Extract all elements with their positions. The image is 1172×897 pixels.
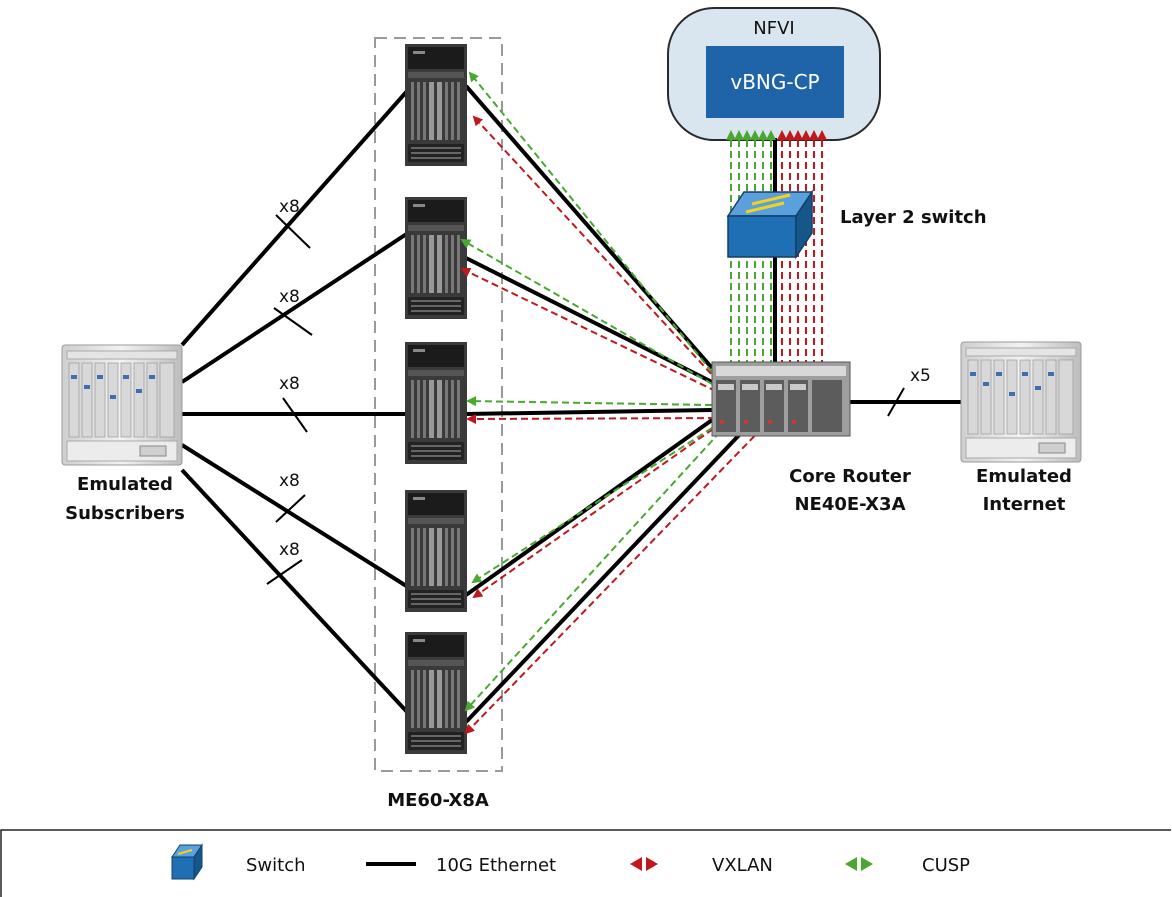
legend-cusp-swatch: [845, 857, 873, 871]
legend-vxlan-swatch: [630, 857, 658, 871]
legend-border: [0, 829, 1171, 897]
link-count-label: x8: [279, 540, 300, 560]
nfvi-title: NFVI: [753, 18, 794, 39]
me60-router-1: [405, 44, 467, 166]
legend-vxlan-label: VXLAN: [712, 855, 773, 876]
emulated-subscribers-label-line1: Emulated: [77, 474, 173, 495]
legend-cusp-label: CUSP: [922, 855, 970, 876]
internet-link-count-label: x5: [910, 366, 931, 386]
core-router-chassis: [711, 361, 851, 437]
link-count-label: x8: [279, 287, 300, 307]
me60-group-boundary: [374, 37, 503, 772]
vbng-cp-box: [706, 46, 844, 118]
me60-router-2: [405, 197, 467, 319]
emulated-internet-label-line2: Internet: [983, 494, 1066, 515]
me60-router-3: [405, 342, 467, 464]
link-count-label: x8: [279, 374, 300, 394]
vxlan-tunnels: [460, 115, 827, 735]
legend-ethernet-label: 10G Ethernet: [436, 855, 556, 876]
switch-icon: [171, 843, 203, 881]
link-count-label: x8: [279, 471, 300, 491]
me60-router-5: [405, 632, 467, 754]
emulated-subscribers-tester: [61, 344, 183, 466]
layer2-switch-icon: [726, 189, 814, 260]
me60-label: ME60-X8A: [387, 790, 489, 811]
me60-router-4: [405, 490, 467, 612]
emulated-internet-label-line1: Emulated: [976, 466, 1072, 487]
cusp-channels: [460, 71, 776, 712]
core-router-label-line1: Core Router: [789, 466, 911, 487]
legend-switch-label: Switch: [246, 855, 306, 876]
link-count-label: x8: [279, 197, 300, 217]
emulated-subscribers-label-line2: Subscribers: [65, 503, 185, 524]
vbng-cp-label: vBNG-CP: [730, 70, 819, 94]
layer2-switch-label: Layer 2 switch: [840, 207, 987, 228]
legend: Switch 10G Ethernet VXLAN CUSP: [0, 829, 1171, 897]
link-count-ticks: [266, 214, 905, 585]
core-router-label-line2: NE40E-X3A: [794, 494, 905, 515]
emulated-internet-tester: [960, 341, 1082, 463]
